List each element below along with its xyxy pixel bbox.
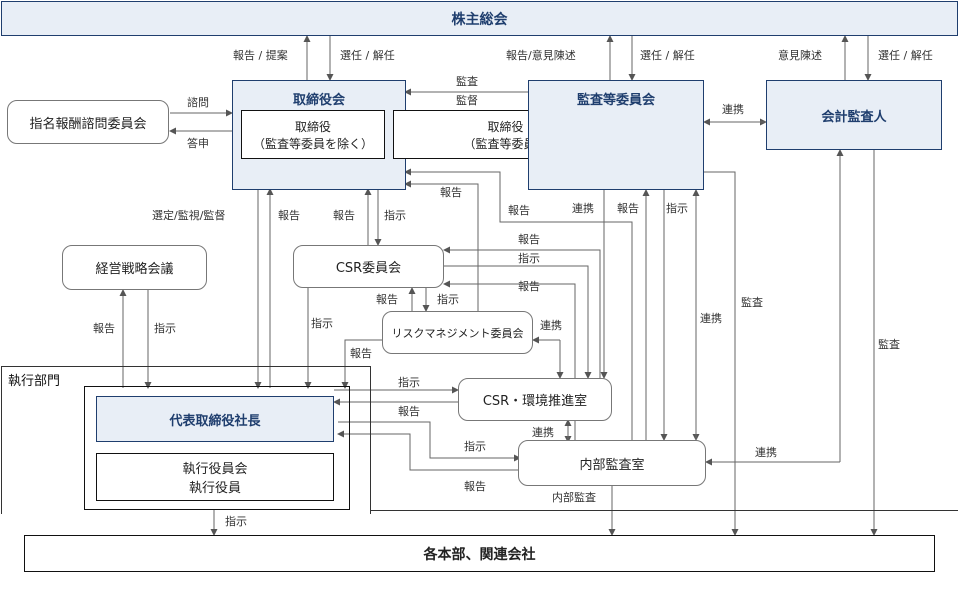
strategy-meeting: 経営戦略会議 — [62, 245, 207, 290]
label-coop-4: 連携 — [700, 312, 722, 325]
label-elect-dismiss-2: 選任 / 解任 — [640, 49, 695, 62]
label-report-1: 報告 — [440, 186, 462, 199]
directors-ex-label: 取締役 — [294, 119, 331, 134]
directors-ac-label: 取締役 — [487, 119, 524, 134]
label-report-proposal: 報告 / 提案 — [233, 49, 288, 62]
label-instruct-4: 指示 — [437, 293, 459, 306]
exec-officers: 執行役員 — [188, 481, 241, 496]
label-supervise: 監督 — [456, 94, 478, 107]
label-instruct-9: 指示 — [225, 515, 247, 528]
label-report-6: 報告 — [518, 233, 540, 246]
label-instruct-6: 指示 — [311, 317, 333, 330]
shareholders-meeting: 株主総会 — [1, 1, 958, 36]
label-consult: 諮問 — [187, 96, 209, 109]
accounting-auditor: 会計監査人 — [766, 80, 942, 150]
exec-division-extension — [370, 510, 958, 514]
label-report-10: 報告 — [350, 347, 372, 360]
label-opinion: 意見陳述 — [778, 49, 822, 62]
label-report-13: 報告 — [464, 480, 486, 493]
audit-committee: 監査等委員会 — [528, 80, 704, 190]
label-coop-1: 連携 — [722, 103, 744, 116]
label-report-7: 報告 — [518, 280, 540, 293]
label-elect-dismiss-1: 選任 / 解任 — [340, 49, 395, 62]
label-instruct-8: 指示 — [464, 440, 486, 453]
exec-division-area — [1, 366, 371, 514]
directors-ac-sub: （監査等委員） — [463, 136, 548, 151]
label-instruct-5: 指示 — [154, 322, 176, 335]
label-audit-3: 監査 — [878, 338, 900, 351]
exec-division-right-edge — [957, 366, 958, 514]
label-report-opinion: 報告/意見陳述 — [506, 49, 576, 62]
exec-officers-meeting: 執行役員会 — [182, 462, 248, 477]
csr-committee: CSR委員会 — [293, 245, 444, 288]
label-coop-2: 連携 — [572, 202, 594, 215]
label-coop-3: 連携 — [540, 319, 562, 332]
label-audit-1: 監査 — [456, 75, 478, 88]
label-appoint: 選定/監視/監督 — [152, 209, 226, 222]
risk-committee: リスクマネジメント委員会 — [382, 311, 533, 354]
label-report-9: 報告 — [93, 322, 115, 335]
directors-excluding-audit-box: 取締役 （監査等委員を除く） — [241, 110, 385, 159]
label-elect-dismiss-3: 選任 / 解任 — [878, 49, 933, 62]
label-coop-5: 連携 — [532, 426, 554, 439]
directors-ex-sub: （監査等委員を除く） — [252, 136, 373, 151]
label-report-8: 報告 — [376, 293, 398, 306]
label-instruct-1: 指示 — [384, 209, 406, 222]
label-report-2: 報告 — [278, 209, 300, 222]
internal-audit-office: 内部監査室 — [518, 440, 706, 486]
exec-division-label: 執行部門 — [8, 374, 61, 389]
csr-environment-office: CSR・環境推進室 — [458, 378, 612, 421]
label-answer: 答申 — [187, 137, 209, 150]
label-instruct-3: 指示 — [518, 252, 540, 265]
divisions-affiliates: 各本部、関連会社 — [24, 535, 935, 572]
label-internal-audit: 内部監査 — [552, 491, 596, 504]
label-coop-6: 連携 — [755, 446, 777, 459]
label-report-3: 報告 — [333, 209, 355, 222]
executive-officers: 執行役員会 執行役員 — [96, 453, 334, 501]
nomination-committee: 指名報酬諮問委員会 — [7, 100, 169, 144]
label-report-11: 報告 — [398, 405, 420, 418]
label-instruct-7: 指示 — [398, 376, 420, 389]
president: 代表取締役社長 — [96, 396, 334, 442]
exec-inner-frame — [84, 386, 350, 510]
label-instruct-2: 指示 — [666, 202, 688, 215]
label-report-5: 報告 — [617, 202, 639, 215]
label-audit-2: 監査 — [741, 296, 763, 309]
label-report-4: 報告 — [508, 204, 530, 217]
